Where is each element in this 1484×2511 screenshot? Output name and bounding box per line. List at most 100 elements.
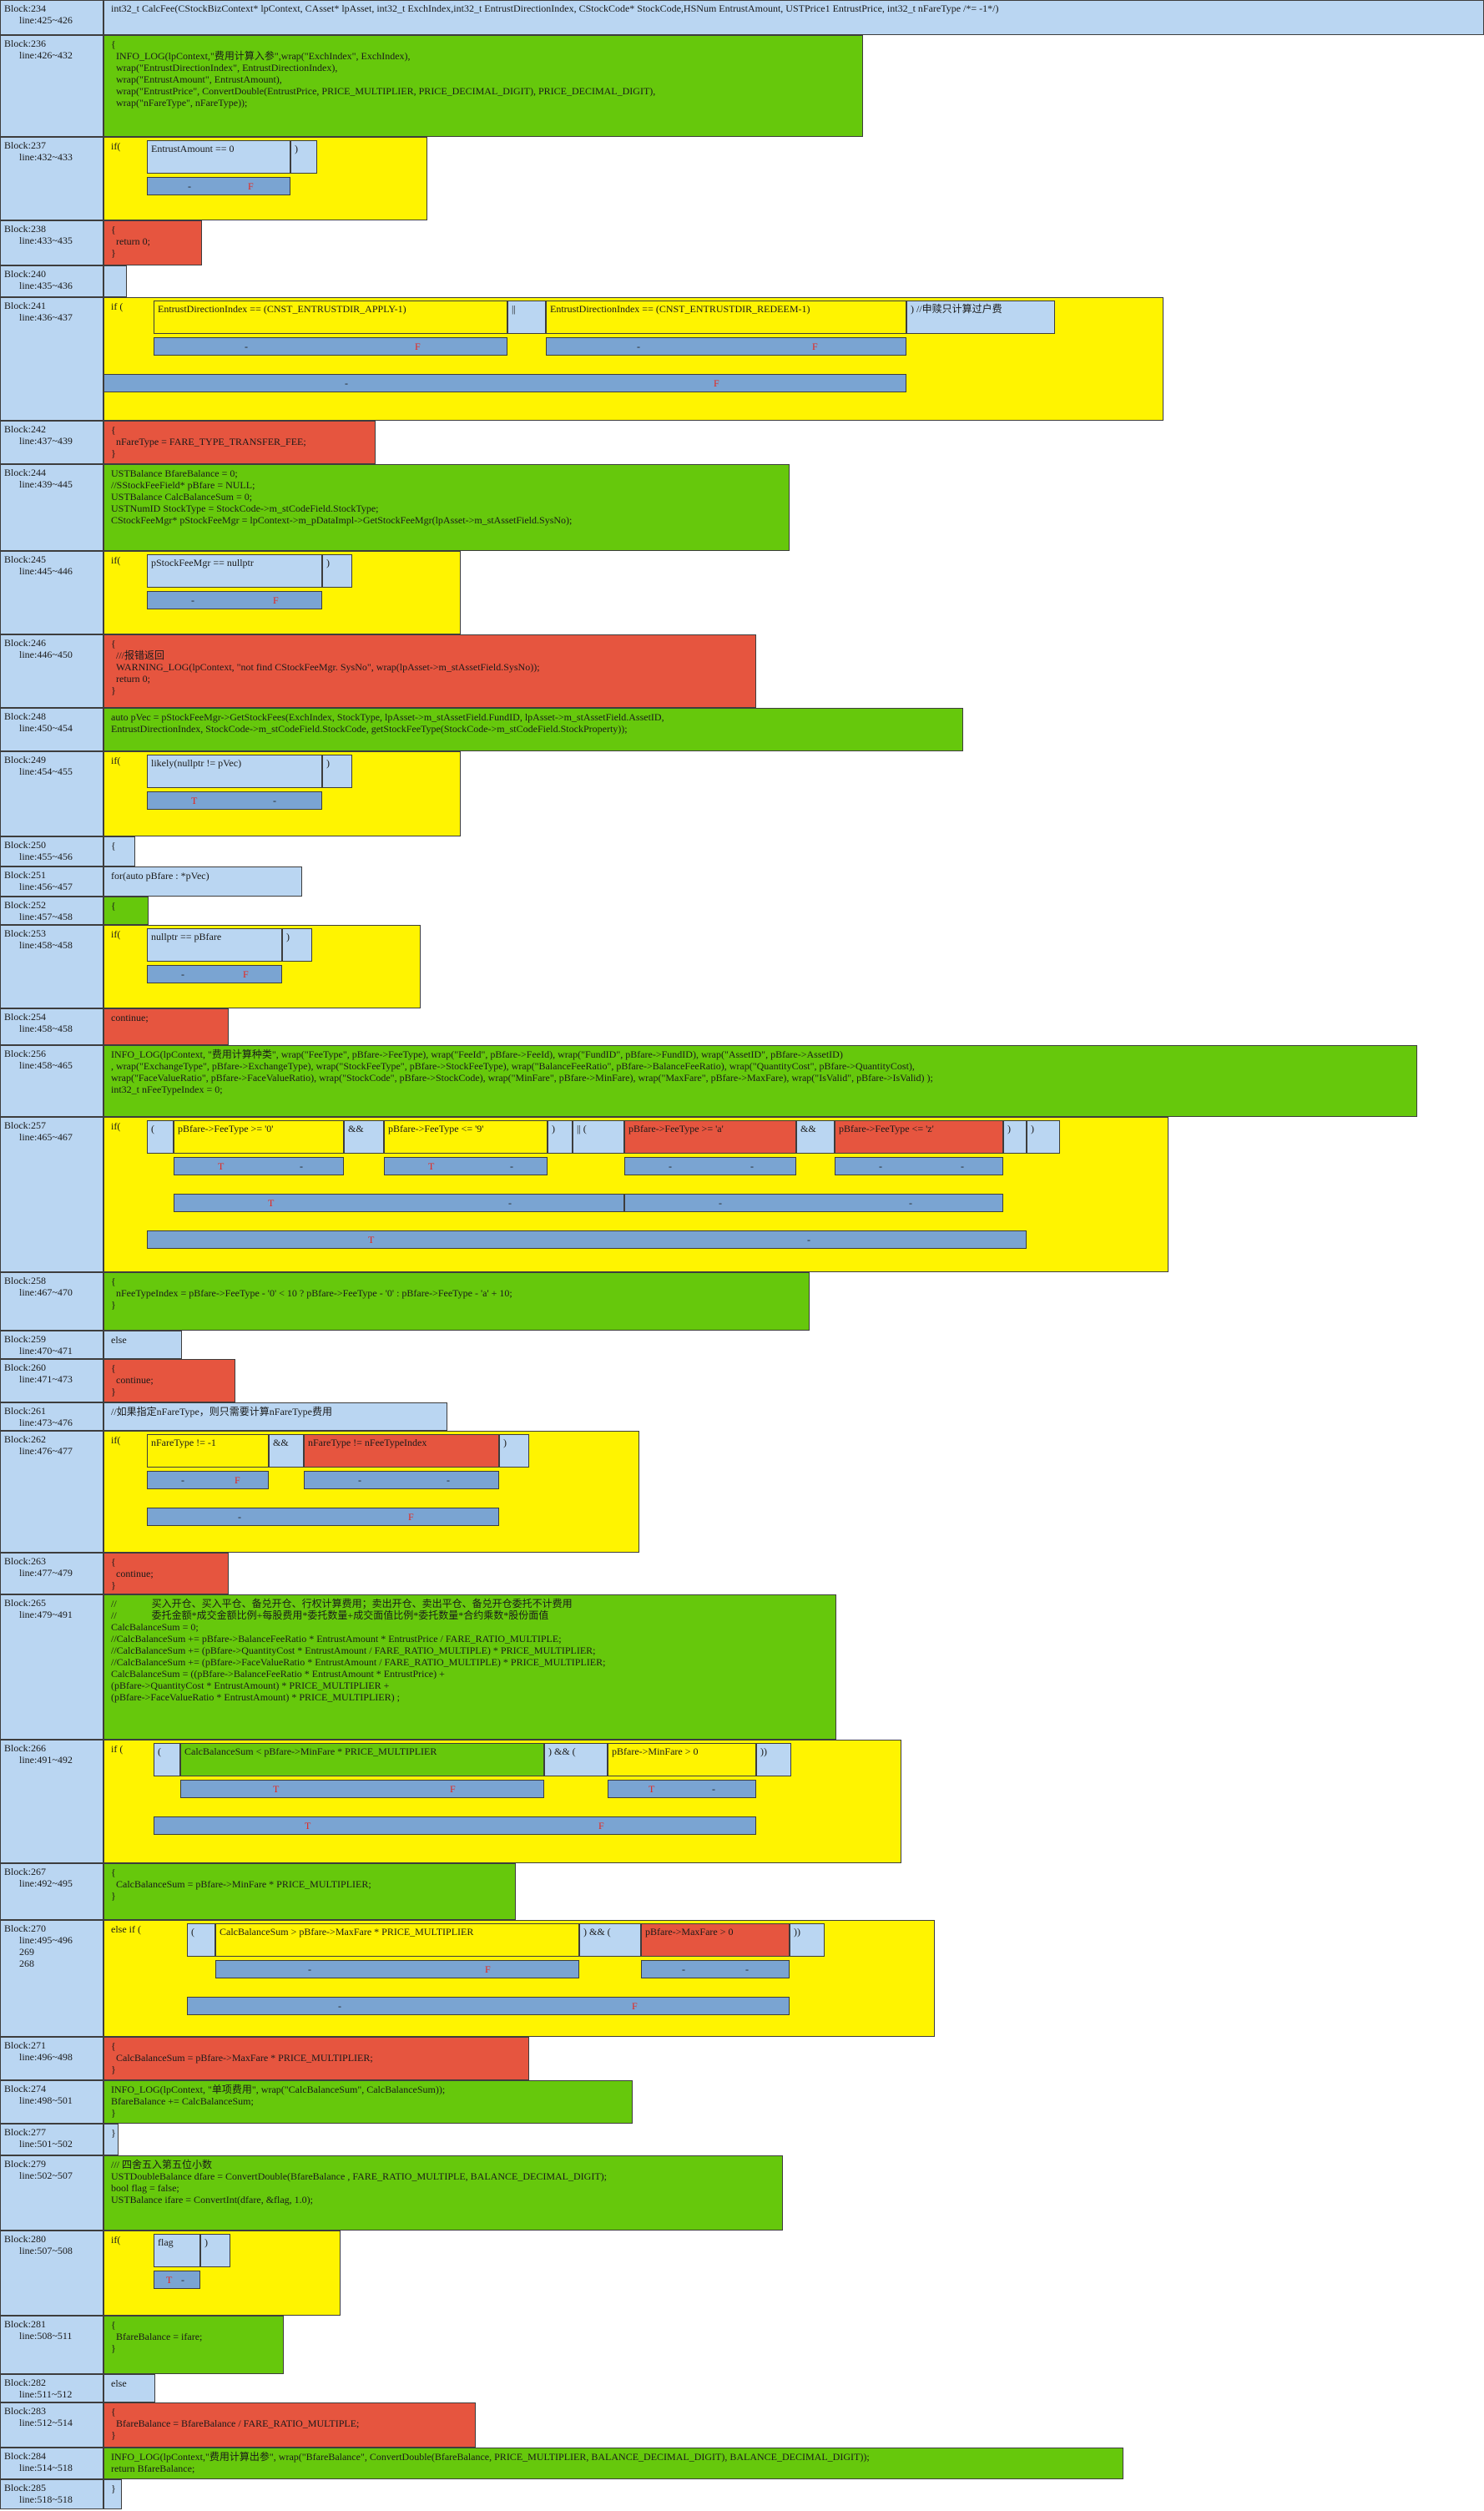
false-marker: F xyxy=(598,1820,604,1831)
true-marker: T xyxy=(368,1234,375,1245)
truth-bar: -- xyxy=(624,1194,1003,1212)
dash-marker: - xyxy=(238,1511,241,1523)
block-number: Block:280 xyxy=(4,2233,46,2245)
block-number: Block:250 xyxy=(4,839,46,851)
true-marker: T xyxy=(305,1820,311,1831)
block-number: Block:284 xyxy=(4,2450,46,2462)
block-code: { xyxy=(103,897,149,925)
block-code: { nFareType = FARE_TYPE_TRANSFER_FEE; } xyxy=(103,421,376,464)
dash-marker: - xyxy=(669,1160,672,1172)
block-line-range: line:446~450 xyxy=(19,649,73,660)
truth-bar: -- xyxy=(304,1471,499,1489)
block-number: Block:266 xyxy=(4,1742,46,1754)
condition-term: pStockFeeMgr == nullptr xyxy=(147,554,322,588)
block-line-range: line:492~495 xyxy=(19,1877,73,1889)
block-code xyxy=(103,265,127,297)
block-line-range: line:450~454 xyxy=(19,722,73,734)
block-line-range: line:432~433 xyxy=(19,151,73,163)
block-number: Block:261 xyxy=(4,1405,46,1417)
condition-term: ) xyxy=(499,1434,529,1468)
block-line-range: line:467~470 xyxy=(19,1286,73,1298)
block-number: Block:260 xyxy=(4,1362,46,1373)
block-number: Block:258 xyxy=(4,1275,46,1286)
true-marker: T xyxy=(268,1197,275,1209)
false-marker: F xyxy=(415,341,421,352)
true-marker: T xyxy=(273,1783,280,1795)
block-code: //如果指定nFareType，则只需要计算nFareType费用 xyxy=(103,1402,447,1431)
false-marker: F xyxy=(273,594,279,606)
condition-term: ( xyxy=(154,1743,180,1776)
block-code: { CalcBalanceSum = pBfare->MinFare * PRI… xyxy=(103,1863,516,1920)
condition-term: ) xyxy=(322,755,352,788)
dash-marker: - xyxy=(338,2000,341,2012)
block-number: Block:248 xyxy=(4,710,46,722)
block-code: INFO_LOG(lpContext,"费用计算出参", wrap("Bfare… xyxy=(103,2448,1123,2479)
block-number: Block:265 xyxy=(4,1597,46,1609)
condition-term: ) xyxy=(548,1120,573,1154)
block-number: Block:240 xyxy=(4,268,46,280)
block-number: Block:244 xyxy=(4,467,46,478)
block-line-range: line:458~458 xyxy=(19,1023,73,1034)
block-number: Block:238 xyxy=(4,223,46,235)
truth-bar: -F xyxy=(154,337,507,356)
block-number: Block:234 xyxy=(4,3,46,14)
condition-term: ) xyxy=(1027,1120,1060,1154)
block-number: Block:254 xyxy=(4,1011,46,1023)
condition-term: || xyxy=(507,301,546,334)
block-line-range: line:458~465 xyxy=(19,1059,73,1071)
block-code: int32_t CalcFee(CStockBizContext* lpCont… xyxy=(103,0,1484,35)
condition-term: pBfare->FeeType <= '9' xyxy=(384,1120,548,1154)
block-line-range: line:512~514 xyxy=(19,2417,73,2428)
condition-term: pBfare->MinFare > 0 xyxy=(608,1743,756,1776)
condition-term: EntrustDirectionIndex == (CNST_ENTRUSTDI… xyxy=(154,301,507,334)
block-line-range: line:498~501 xyxy=(19,2094,73,2106)
block-number: Block:241 xyxy=(4,300,46,311)
block-line-range: line:439~445 xyxy=(19,478,73,490)
block-line-range: line:433~435 xyxy=(19,235,73,246)
condition-term: )) xyxy=(790,1923,825,1957)
condition-term: EntrustAmount == 0 xyxy=(147,140,290,174)
truth-bar: T- xyxy=(608,1780,756,1798)
block-line-range: line:436~437 xyxy=(19,311,73,323)
block-number: Block:236 xyxy=(4,38,46,49)
block-number: Block:257 xyxy=(4,1119,46,1131)
condition-term: ) && ( xyxy=(544,1743,608,1776)
block-number: Block:283 xyxy=(4,2405,46,2417)
true-marker: T xyxy=(649,1783,655,1795)
block-number: Block:270 xyxy=(4,1922,46,1934)
dash-marker: - xyxy=(807,1234,810,1245)
condition-term: pBfare->FeeType <= 'z' xyxy=(835,1120,1003,1154)
block-code: { return 0; } xyxy=(103,220,202,265)
truth-bar: -F xyxy=(147,177,290,195)
block-code: { xyxy=(103,836,135,866)
condition-term: && xyxy=(344,1120,384,1154)
false-marker: F xyxy=(408,1511,414,1523)
block-code: { CalcBalanceSum = pBfare->MaxFare * PRI… xyxy=(103,2037,529,2080)
truth-bar: T- xyxy=(174,1157,344,1175)
block-line-range: line:435~436 xyxy=(19,280,73,291)
block-code: { continue; } xyxy=(103,1553,229,1594)
truth-bar: -F xyxy=(215,1960,579,1978)
false-marker: F xyxy=(450,1783,456,1795)
condition-term: pBfare->MaxFare > 0 xyxy=(641,1923,790,1957)
condition-term: EntrustDirectionIndex == (CNST_ENTRUSTDI… xyxy=(546,301,906,334)
truth-bar: -F xyxy=(147,591,322,609)
block-line-range: line:496~498 xyxy=(19,2051,73,2063)
